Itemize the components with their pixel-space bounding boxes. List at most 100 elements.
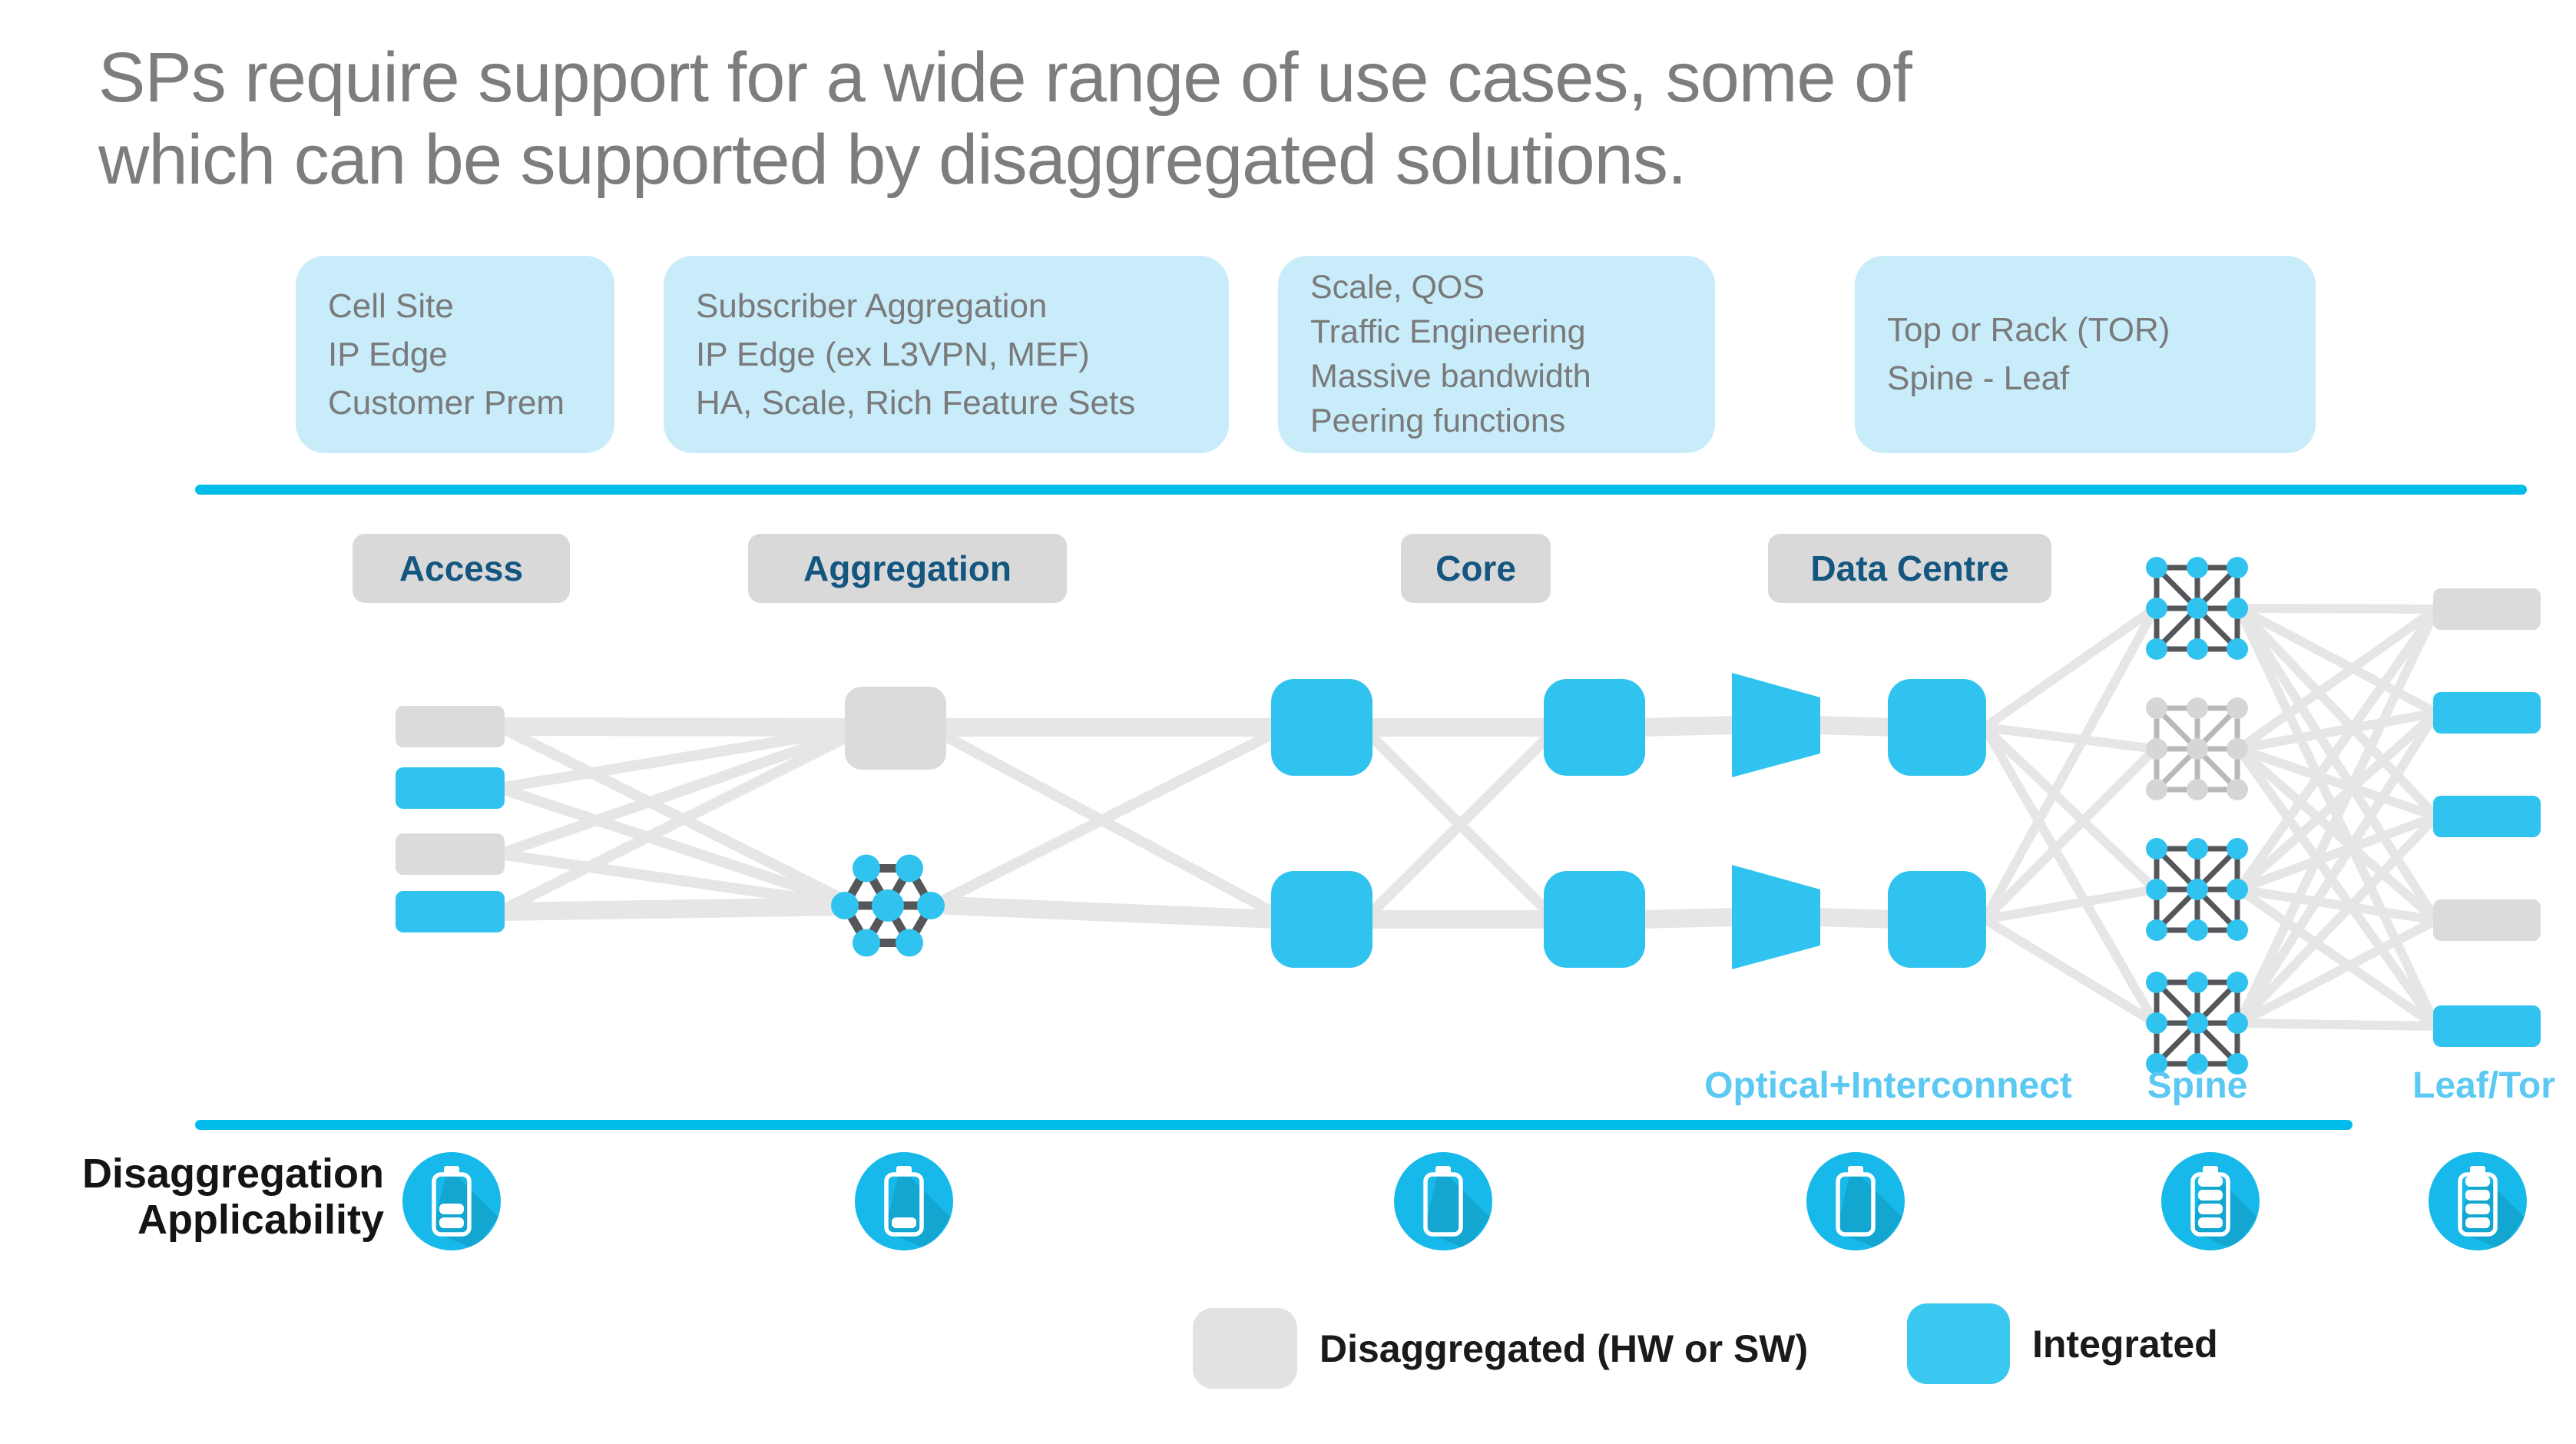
battery-gauge	[1394, 1152, 1492, 1250]
disaggregation-applicability-line2: Applicability	[137, 1197, 384, 1243]
connection-line	[2234, 708, 2441, 753]
callout-line: Cell Site	[328, 286, 454, 325]
legend-swatch-integrated	[1907, 1303, 2010, 1384]
spine-grid-dot	[2227, 1012, 2248, 1034]
label-leaf-tor: Leaf/Tor	[2412, 1065, 2555, 1106]
spine-grid-dot	[2146, 879, 2167, 900]
spine-grid-dot	[2146, 919, 2167, 941]
battery-body	[1836, 1172, 1876, 1237]
callout-line: Customer Prem	[328, 383, 565, 422]
connection-line	[2234, 604, 2441, 614]
connection-line	[2234, 812, 2441, 1028]
spine-grid-dot	[2227, 779, 2248, 800]
access-node-integrated-1	[396, 767, 505, 809]
spine-grid-dot	[2187, 638, 2208, 660]
callout-line: Traffic Engineering	[1310, 313, 1586, 350]
battery-shadow	[2191, 1167, 2257, 1250]
callout-core-use-cases: Scale, QOS Traffic Engineering Massive b…	[1278, 256, 1715, 453]
spine-grid-dot	[2187, 1053, 2208, 1075]
core-node-1	[1271, 679, 1372, 776]
battery-icon-leaf-tor	[2426, 1150, 2529, 1253]
spine-grid-dot	[2187, 919, 2208, 941]
callout-line: Peering functions	[1310, 402, 1566, 439]
spine-grid-dot	[2187, 838, 2208, 859]
spine-grid-dot	[2227, 879, 2248, 900]
segment-label-core: Core	[1401, 534, 1551, 603]
callout-access-use-cases: Cell Site IP Edge Customer Prem	[296, 256, 614, 453]
battery-circle	[2429, 1152, 2527, 1250]
optical-mux-icon-1	[1732, 673, 1820, 777]
segment-label-aggregation: Aggregation	[748, 534, 1067, 603]
slide-title-line2: which can be supported by disaggregated …	[98, 120, 1687, 199]
callout-datacentre-use-cases: Top or Rack (TOR) Spine - Leaf	[1855, 256, 2316, 453]
spine-grid-dot	[2187, 1012, 2208, 1034]
battery-segment	[2465, 1217, 2490, 1228]
segment-label-access: Access	[353, 534, 570, 603]
spine-grid-dot	[2227, 1053, 2248, 1075]
mesh-dot	[896, 854, 923, 883]
connection-line	[2234, 708, 2441, 1028]
spine-grid-dot	[2187, 598, 2208, 619]
label-optical-interconnect: Optical+Interconnect	[1704, 1065, 2072, 1106]
battery-segment	[2198, 1204, 2223, 1214]
spine-grid-dot	[2227, 598, 2248, 619]
leaf-node-integrated-3	[2433, 1005, 2541, 1047]
access-node-integrated-2	[396, 891, 505, 932]
leaf-node-integrated-1	[2433, 692, 2541, 734]
mesh-dot	[831, 892, 859, 919]
connection-line	[2234, 708, 2441, 894]
spine-fabric-grids	[2146, 557, 2248, 1075]
battery-segment	[439, 1204, 464, 1214]
leaf-node-integrated-2	[2433, 796, 2541, 837]
spine-grid-dot	[2146, 972, 2167, 993]
spine-grid-dot	[2146, 838, 2167, 859]
connection-line	[1980, 744, 2160, 924]
aggregation-node-disaggregated	[845, 687, 946, 770]
battery-gauge	[1806, 1152, 1905, 1250]
battery-segment	[2465, 1176, 2490, 1187]
connection-lines	[490, 604, 2441, 1031]
connection-line	[2234, 604, 2441, 1028]
spine-grid-dot	[2187, 972, 2208, 993]
callout-line: HA, Scale, Rich Feature Sets	[696, 383, 1136, 422]
spine-grid-dot	[2187, 697, 2208, 719]
spine-grid-dot	[2187, 557, 2208, 578]
disaggregation-applicability-line1: Disaggregation	[81, 1151, 384, 1197]
battery-shadow	[1424, 1167, 1490, 1250]
spine-grid-dot	[2146, 557, 2167, 578]
spine-grid-dot	[2146, 738, 2167, 760]
battery-circle	[2161, 1152, 2260, 1250]
battery-icon-access	[400, 1150, 503, 1253]
battery-gauge	[855, 1152, 953, 1250]
mesh-dot-center	[872, 889, 904, 922]
datacentre-node-1	[1888, 679, 1986, 776]
connection-line	[1980, 915, 2160, 1028]
callout-line: Massive bandwidth	[1310, 358, 1591, 395]
connection-line	[2234, 604, 2441, 894]
leaf-node-disaggregated-2	[2433, 899, 2541, 941]
battery-circle	[402, 1152, 501, 1250]
spine-grid-dot	[2227, 738, 2248, 760]
mesh-dot	[853, 929, 880, 957]
connection-line	[1980, 604, 2160, 924]
battery-body	[884, 1172, 924, 1237]
label-spine: Spine	[2147, 1065, 2248, 1106]
slide-title: SPs require support for a wide range of …	[98, 37, 2510, 200]
battery-shadow	[432, 1167, 498, 1250]
legend-swatch-disaggregated	[1193, 1308, 1297, 1389]
spine-grid-dot	[2227, 919, 2248, 941]
battery-segment	[2465, 1190, 2490, 1201]
mesh-dot	[917, 892, 945, 919]
battery-segment	[2198, 1190, 2223, 1201]
core-node-4	[1544, 871, 1645, 968]
core-node-3	[1544, 679, 1645, 776]
connection-line	[2234, 604, 2441, 753]
battery-icon-core	[1392, 1150, 1495, 1253]
mesh-dot	[853, 854, 880, 883]
aggregation-mesh-icon	[831, 854, 945, 957]
battery-segment	[439, 1217, 464, 1228]
battery-segment	[2198, 1176, 2223, 1187]
battery-shadow	[2458, 1167, 2525, 1250]
